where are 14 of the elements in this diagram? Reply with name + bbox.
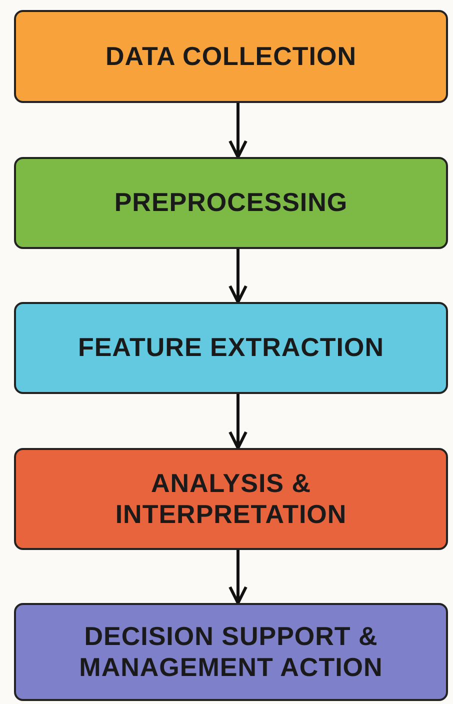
step-label: DECISION SUPPORT & MANAGEMENT ACTION: [78, 620, 384, 684]
arrow: [228, 550, 248, 604]
step-label: ANALYSIS & INTERPRETATION: [114, 468, 348, 530]
arrow: [228, 249, 248, 304]
step-label: PREPROCESSING: [113, 187, 349, 219]
process-box: [14, 603, 448, 701]
process-box: [14, 157, 448, 249]
step-label: FEATURE EXTRACTION: [76, 332, 386, 364]
step-label: DATA COLLECTION: [104, 40, 358, 72]
process-box: [14, 302, 448, 394]
process-box: [14, 448, 448, 550]
arrow: [228, 394, 248, 450]
process-box: [14, 10, 448, 103]
arrow: [228, 103, 248, 158]
